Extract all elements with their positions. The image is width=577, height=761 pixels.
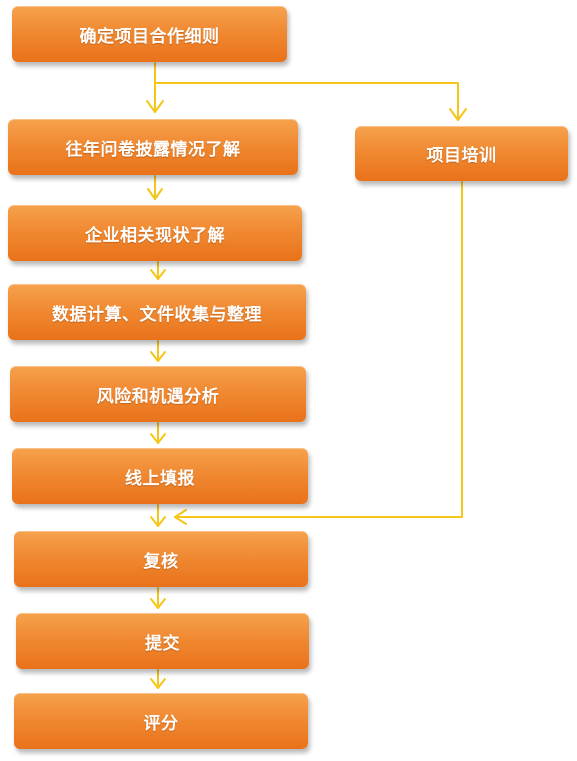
arrowhead-step6	[150, 433, 166, 444]
arrowhead-step2	[146, 100, 164, 113]
step-9-box: 评分	[14, 693, 308, 749]
arrowhead-step5	[150, 351, 166, 362]
step-1-box: 确定项目合作细则	[12, 6, 287, 62]
arrowhead-step4	[150, 269, 166, 280]
connector-branch-training	[154, 82, 459, 121]
step-8-box: 提交	[16, 613, 309, 669]
arrowhead-training	[449, 108, 467, 121]
training-box: 项目培训	[355, 126, 568, 181]
arrowhead-step8	[150, 598, 166, 609]
step-2-box: 往年问卷披露情况了解	[8, 119, 298, 175]
step-7-box: 复核	[14, 531, 308, 587]
arrowhead-step7	[150, 516, 166, 527]
step-6-box: 线上填报	[12, 448, 308, 504]
step-3-box: 企业相关现状了解	[8, 205, 302, 261]
step-4-box: 数据计算、文件收集与整理	[8, 284, 306, 340]
arrowhead-step9	[150, 678, 166, 689]
arrowhead-step3	[147, 188, 163, 200]
connector-training-merge	[174, 181, 463, 518]
step-5-box: 风险和机遇分析	[10, 366, 306, 422]
arrowhead-merge	[174, 509, 187, 525]
